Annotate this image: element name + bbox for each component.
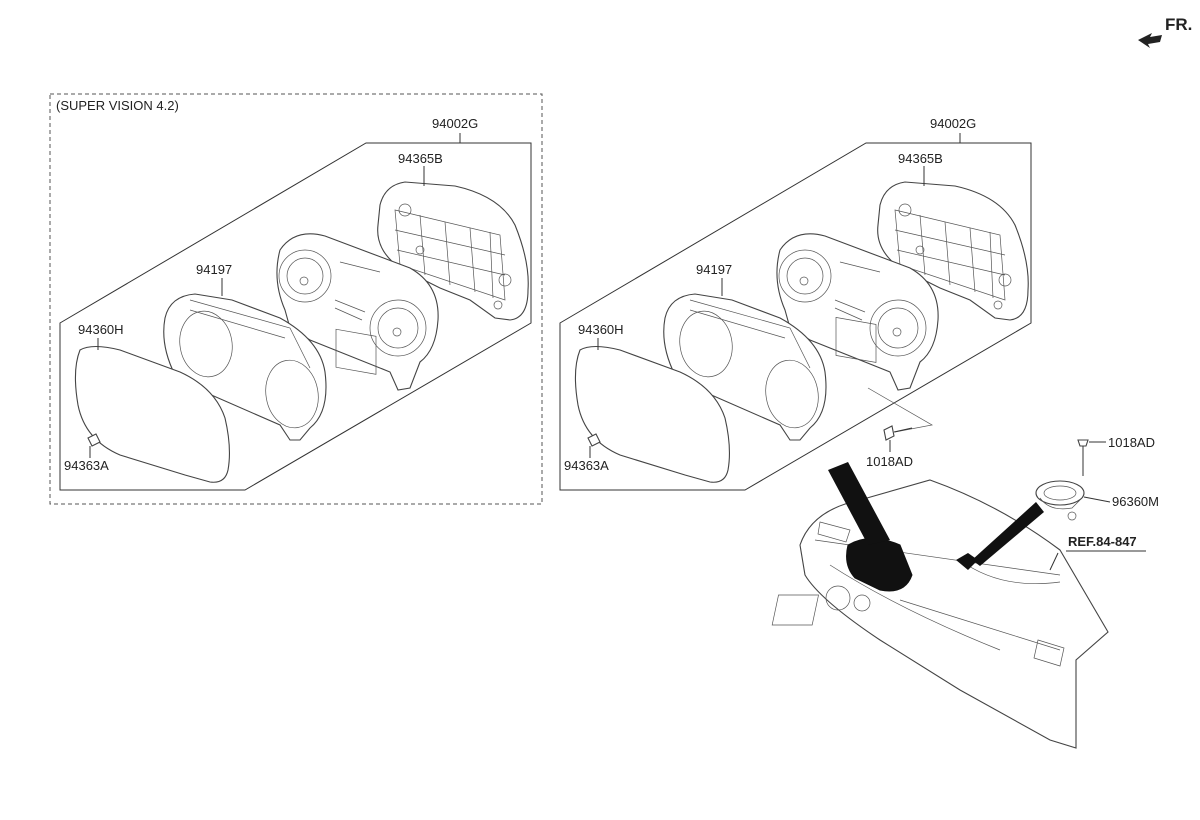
lens-bezel-label-right: 94197 — [696, 262, 732, 277]
right-group: 94002G 94365B — [559, 116, 1032, 491]
front-glass — [74, 345, 231, 483]
speaker — [1035, 480, 1085, 521]
variant-dashed-box — [49, 93, 543, 505]
clip-right — [587, 433, 601, 447]
front-glass-label-right: 94360H — [578, 322, 624, 337]
front-glass-right — [574, 345, 731, 483]
screw-dash — [1077, 439, 1089, 476]
dashboard-assembly — [771, 462, 1109, 749]
front-glass-label: 94360H — [78, 322, 124, 337]
assembly-outline-right — [559, 142, 1032, 491]
reference-label: REF.84-847 — [1068, 534, 1137, 549]
clip — [87, 433, 101, 447]
cluster-callout — [828, 462, 890, 545]
speaker-callout — [972, 502, 1044, 566]
front-direction-indicator: FR. — [1138, 15, 1192, 48]
gauge-board-right — [776, 233, 939, 391]
direction-label: FR. — [1165, 15, 1192, 34]
assembly-outline — [59, 142, 532, 491]
lens-bezel-label: 94197 — [196, 262, 232, 277]
clip-label-right: 94363A — [564, 458, 609, 473]
screw-label-right: 1018AD — [866, 454, 913, 469]
dashboard-body — [799, 479, 1109, 749]
rear-case-label: 94365B — [398, 151, 443, 166]
assembly-label-right: 94002G — [930, 116, 976, 131]
assembly-label: 94002G — [432, 116, 478, 131]
screw-right — [867, 387, 933, 441]
rear-case-label-right: 94365B — [898, 151, 943, 166]
direction-arrow-icon — [1138, 33, 1162, 48]
speaker-label: 96360M — [1112, 494, 1159, 509]
variant-label: (SUPER VISION 4.2) — [56, 98, 179, 113]
clip-label: 94363A — [64, 458, 109, 473]
gauge-board — [276, 233, 439, 391]
left-group: (SUPER VISION 4.2) 94002G 94365B — [49, 93, 543, 505]
screw-label-dash: 1018AD — [1108, 435, 1155, 450]
speaker-location — [956, 553, 978, 570]
